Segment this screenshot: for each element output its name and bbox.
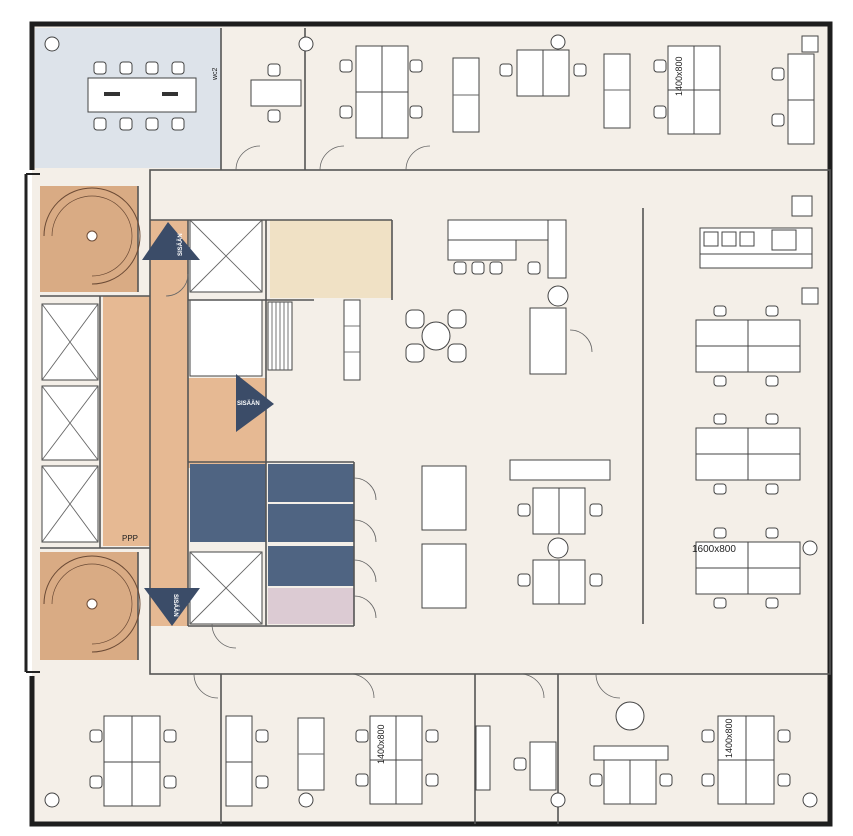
spiral-stair-top: [43, 187, 141, 285]
core-corridor: [103, 296, 188, 546]
spiral-stair-bottom: [43, 555, 141, 653]
entrance-arrow-middle: SISÄÄN: [236, 374, 274, 432]
bottom-desks: [89, 701, 791, 807]
kitchen-area: [270, 220, 392, 298]
meeting-table: [87, 61, 197, 131]
wc-label: wc2: [212, 67, 219, 81]
wc-cubicle-2: [268, 504, 354, 542]
wc-cubicle-1: [268, 464, 354, 502]
doors: [165, 145, 621, 699]
cleaning-room: [268, 588, 354, 624]
interior-walls: [40, 28, 831, 824]
entrance-arrow-middle-label: SISÄÄN: [237, 400, 260, 407]
desk-size-label-top: 1400x800: [674, 56, 684, 96]
wc-large: [190, 464, 266, 542]
columns: [44, 34, 819, 808]
straight-stair: [267, 301, 293, 371]
entrance-arrow-bottom: SISÄÄN: [144, 588, 200, 626]
wc-cubicle-3: [268, 546, 354, 586]
middle-furniture: [343, 219, 611, 609]
desk-size-label-right: 1600x800: [692, 544, 736, 555]
entrance-arrow-top: SISÄÄN: [142, 222, 200, 260]
ppp-label: PPP: [122, 534, 138, 543]
desk-size-label-bottom-left: 1400x800: [376, 724, 386, 764]
top-desks: [250, 45, 815, 145]
entrance-arrow-bottom-label: SISÄÄN: [172, 594, 179, 617]
desk-size-label-bottom-right: 1400x800: [724, 718, 734, 758]
shaft-group: [41, 219, 263, 625]
right-desks: [695, 195, 813, 609]
entrance-arrow-top-label: SISÄÄN: [177, 233, 184, 256]
